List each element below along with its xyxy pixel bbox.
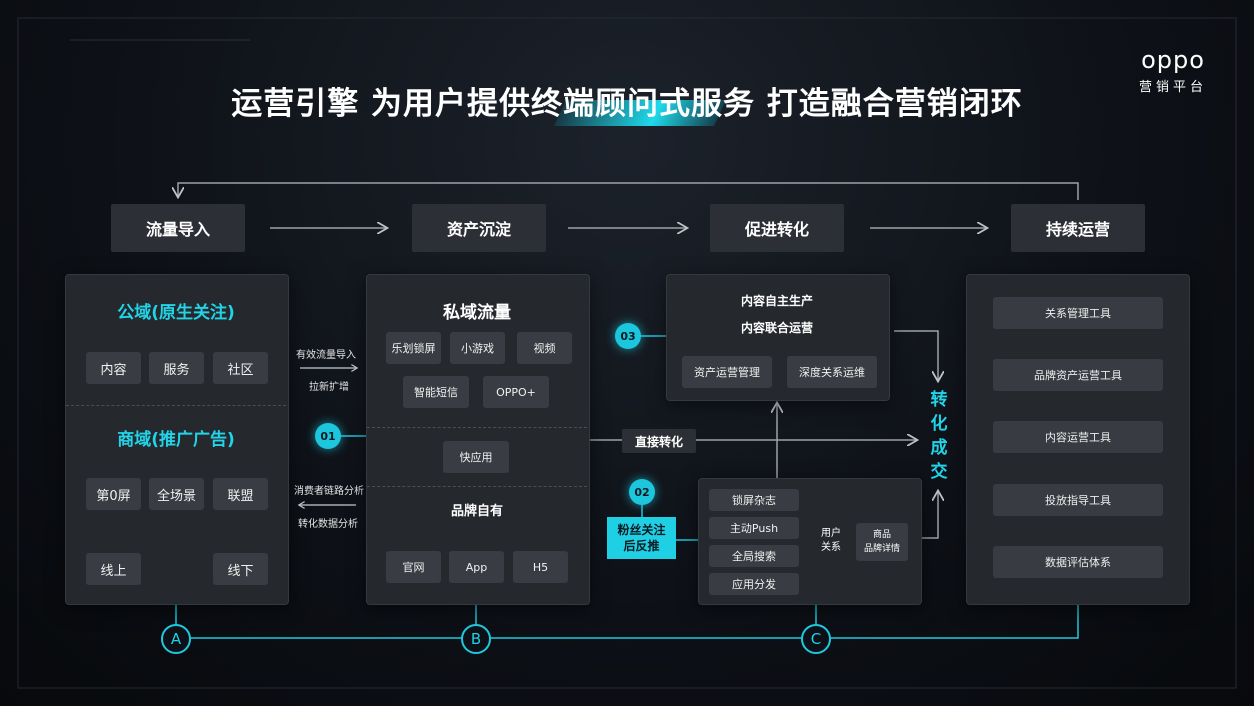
public-divider (66, 405, 286, 406)
brand-detail-label: 品牌详情 (863, 544, 900, 554)
private-item-lockscreen: 乐划锁屏 (386, 332, 441, 364)
brand-item-website: 官网 (386, 551, 441, 583)
item-online: 线上 (86, 553, 141, 585)
private-divider-2 (367, 486, 587, 487)
channel-search: 全局搜索 (709, 545, 799, 567)
badge-03: 03 (615, 323, 641, 349)
tool-content-operation: 内容运营工具 (993, 421, 1163, 453)
public-item-content: 内容 (86, 352, 141, 384)
commercial-item-allscene: 全场景 (149, 478, 204, 510)
conversion-result-label: 转化成交 (930, 390, 948, 482)
goods-detail-chip: 商品 品牌详情 (856, 523, 908, 561)
stage-continuous-operation: 持续运营 (1011, 204, 1145, 252)
stage-traffic-import: 流量导入 (111, 204, 245, 252)
badge-01: 01 (315, 423, 341, 449)
oppo-logo: oppo 营销平台 (1128, 46, 1218, 95)
marker-a: A (161, 624, 191, 654)
commercial-item-screen0: 第0屏 (86, 478, 141, 510)
goods-label: 商品 (872, 530, 891, 540)
private-divider-1 (367, 427, 587, 428)
private-title: 私域流量 (443, 303, 511, 323)
tool-delivery-guidance: 投放指导工具 (993, 484, 1163, 516)
direct-conversion-label: 直接转化 (622, 429, 696, 453)
content-item-asset-management: 资产运营管理 (682, 356, 772, 388)
page-title: 运营引擎 为用户提供终端顾问式服务 打造融合营销闭环 (231, 86, 1023, 122)
public-title: 公域(原生关注) (117, 303, 235, 323)
private-item-quickapp: 快应用 (443, 441, 509, 473)
public-item-community: 社区 (213, 352, 268, 384)
fans-line1: 粉丝关注 (617, 523, 666, 537)
commercial-title: 商域(推广广告) (117, 430, 235, 450)
private-item-minigame: 小游戏 (450, 332, 505, 364)
flow-label-conversion-analysis: 转化数据分析 (298, 519, 358, 530)
channel-push: 主动Push (709, 517, 799, 539)
private-item-oppoplus: OPPO+ (483, 376, 549, 408)
brand-owned-title: 品牌自有 (450, 504, 503, 519)
content-item-deep-relation: 深度关系运维 (787, 356, 877, 388)
marker-c: C (801, 624, 831, 654)
stage-asset-accumulation: 资产沉淀 (412, 204, 546, 252)
private-item-video: 视频 (517, 332, 572, 364)
logo-subtitle: 营销平台 (1138, 80, 1207, 95)
private-domain-panel (366, 274, 590, 605)
tool-brand-asset-operation: 品牌资产运营工具 (993, 359, 1163, 391)
flow-label-consumer-analysis: 消费者链路分析 (294, 486, 364, 497)
flow-label-acquisition: 拉新扩增 (309, 382, 349, 393)
logo-brand: oppo (1141, 46, 1205, 74)
content-line2: 内容联合运营 (740, 321, 813, 335)
flow-label-effective-traffic: 有效流量导入 (296, 350, 356, 361)
tool-data-evaluation: 数据评估体系 (993, 546, 1163, 578)
private-item-sms: 智能短信 (403, 376, 469, 408)
content-line1: 内容自主生产 (740, 294, 813, 308)
badge-02: 02 (629, 479, 655, 505)
item-offline: 线下 (213, 553, 268, 585)
user-relation-label: 用户关系 (821, 528, 841, 553)
channel-lock-magazine: 锁屏杂志 (709, 489, 799, 511)
channel-app-distribution: 应用分发 (709, 573, 799, 595)
fans-line2: 后反推 (623, 539, 660, 553)
public-domain-panel (65, 274, 289, 605)
public-item-service: 服务 (149, 352, 204, 384)
commercial-item-alliance: 联盟 (213, 478, 268, 510)
marker-b: B (461, 624, 491, 654)
stage-conversion: 促进转化 (710, 204, 844, 252)
fans-follow-box: 粉丝关注 后反推 (607, 517, 676, 559)
brand-item-app: App (449, 551, 504, 583)
brand-item-h5: H5 (513, 551, 568, 583)
tool-relation-management: 关系管理工具 (993, 297, 1163, 329)
